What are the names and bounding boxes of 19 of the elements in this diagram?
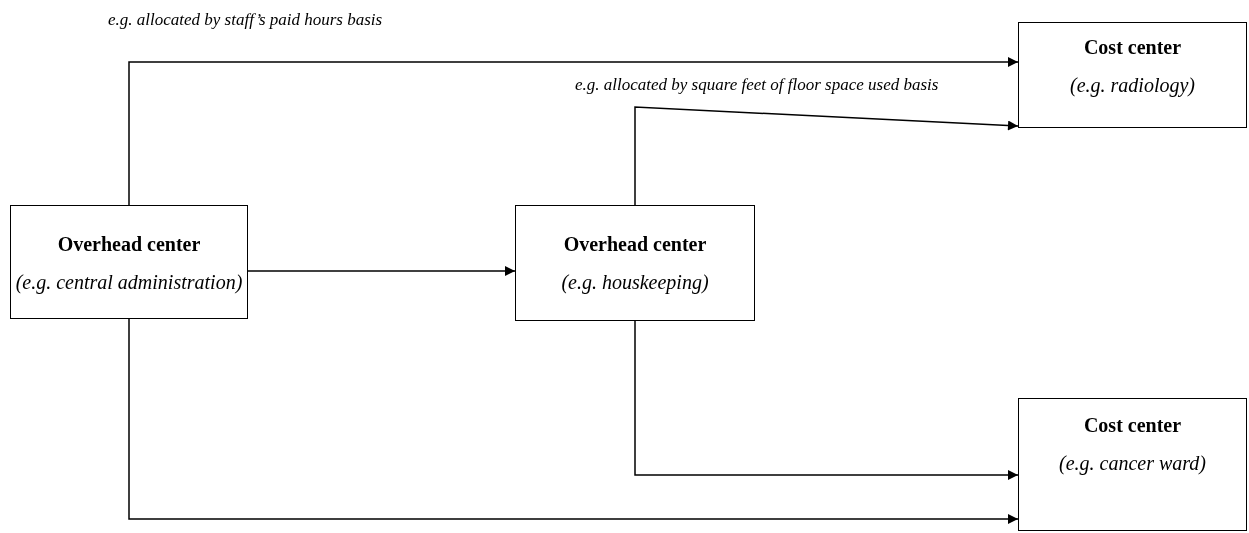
process-box (1018, 22, 1247, 128)
box-heading: Overhead center (563, 232, 707, 256)
box-note: (e.g. cancer ward) (1059, 451, 1206, 476)
process-box (10, 205, 248, 319)
edge-label: e.g. allocated by staff’s paid hours basis (108, 9, 384, 31)
arrow (247, 266, 516, 276)
arrow (634, 106, 1019, 206)
edge-label: e.g. allocated by square feet of floor space used basis (575, 74, 940, 96)
box-note: (e.g. radiology) (1070, 73, 1195, 98)
box-heading: Cost center (1083, 35, 1182, 59)
process-box (515, 205, 755, 321)
box-heading: Overhead center (57, 232, 201, 256)
process-box (1018, 398, 1247, 531)
arrow (634, 320, 1019, 480)
arrow (128, 318, 1019, 524)
arrow (128, 57, 1019, 206)
box-heading: Cost center (1083, 413, 1182, 437)
box-note: (e.g. houskeeping) (561, 270, 709, 295)
box-note: (e.g. central administration) (15, 270, 243, 295)
